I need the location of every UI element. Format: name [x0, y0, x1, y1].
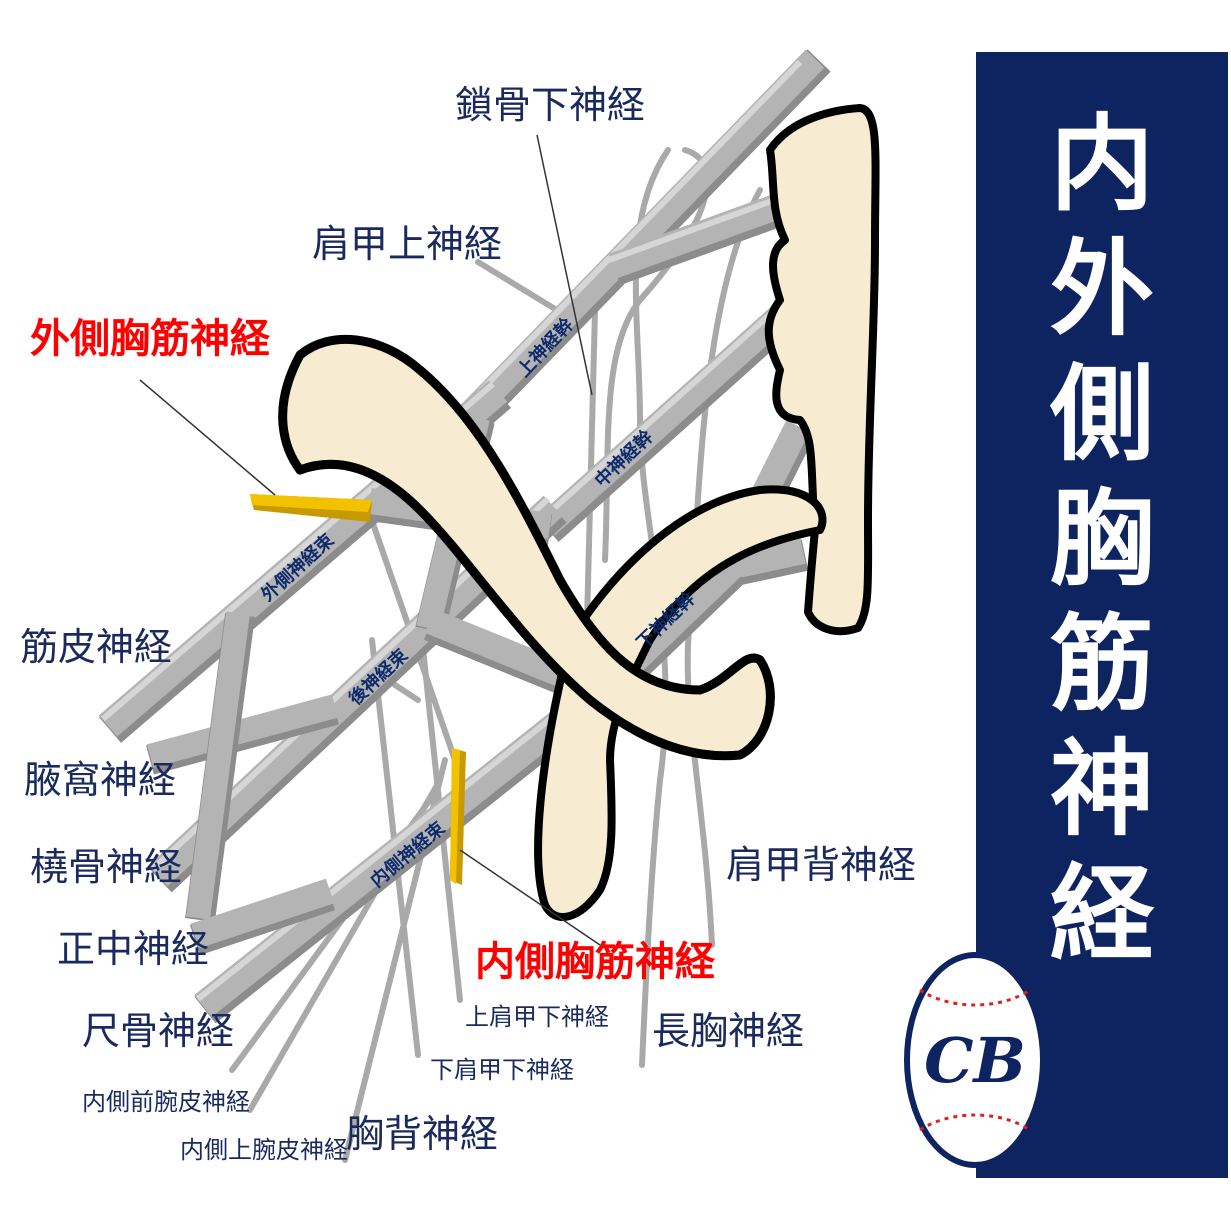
title-char: 側 [1049, 353, 1154, 475]
medial-cord-bar [194, 685, 606, 1024]
scapula-shape [764, 104, 880, 636]
title-char: 内 [1050, 103, 1154, 225]
title-char: 胸 [1050, 478, 1154, 600]
suprascapular-nerve-label: 肩甲上神経 [312, 222, 502, 266]
baseball-logo: CB [904, 952, 1046, 1168]
title-char: 神 [1050, 728, 1154, 850]
dorsal-scapular-nerve-label: 肩甲背神経 [726, 843, 916, 887]
medial-pectoral-nerve-label: 内側胸筋神経 [475, 939, 716, 985]
title-char: 筋 [1050, 603, 1154, 725]
logo-letters: CB [924, 1024, 1026, 1097]
median-lateral-root-bar [185, 611, 255, 922]
thoracodorsal-nerve-label: 胸背神経 [346, 1112, 498, 1156]
median-nerve-label: 正中神経 [57, 927, 209, 971]
lower-subscapular-nerve-label: 下肩甲下神経 [430, 1056, 574, 1084]
radial-nerve-label: 橈骨神経 [30, 845, 182, 889]
median-nerve-bar [189, 878, 336, 956]
axillary-bar [146, 694, 339, 775]
title-char: 経 [1050, 853, 1155, 975]
medial-pectoral-leader [459, 849, 601, 946]
ulnar-nerve-label: 尺骨神経 [82, 1009, 234, 1053]
logo-seam-top [919, 988, 1031, 1007]
musculocutaneous-nerve-label: 筋皮神経 [20, 625, 172, 669]
upper-subscapular-nerve-label: 上肩甲下神経 [465, 1003, 609, 1031]
lateral-pectoral-leader [139, 379, 276, 496]
lateral-pectoral-nerve-bar [250, 494, 372, 522]
subclavian-nerve-label: 鎖骨下神経 [455, 83, 645, 127]
medial-antebrachial-nerve-label: 内側前腕皮神経 [82, 1088, 250, 1116]
logo-outline [904, 952, 1046, 1168]
axillary-nerve-label: 腋窩神経 [24, 758, 176, 802]
lateral-pectoral-nerve-label: 外側胸筋神経 [30, 316, 271, 362]
scapular-branch-line [392, 682, 421, 703]
pectoral-nerves-highlight [250, 494, 466, 885]
t1-root-bar [730, 538, 809, 586]
medial-pectoral-nerve-bar [450, 748, 466, 885]
title-char: 外 [1050, 228, 1154, 350]
logo-seam-bottom [919, 1113, 1031, 1132]
medial-brachial-nerve-label: 内側上腕皮神経 [180, 1136, 348, 1164]
leader-lines [139, 134, 601, 946]
middle-trunk-bar [537, 306, 793, 542]
lateral-cord-label: 外側神経束 [257, 528, 339, 605]
suprascapular-nerve-line [475, 259, 563, 315]
subclavian-leader [536, 134, 593, 396]
long-thoracic-nerve-label: 長胸神経 [652, 1009, 804, 1053]
clavicle-shape [278, 334, 775, 761]
bones [278, 104, 880, 921]
